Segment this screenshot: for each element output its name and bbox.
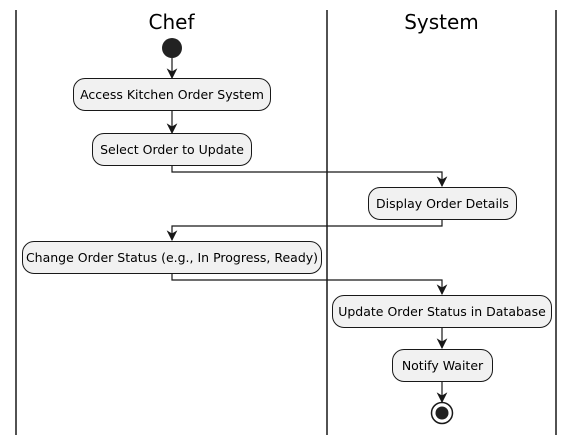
flow-display-to-change <box>166 220 443 242</box>
start-node <box>162 38 182 58</box>
lane-title-chef: Chef <box>148 10 195 34</box>
flow-change-to-update <box>171 274 448 296</box>
lane-title-system: System <box>404 10 479 34</box>
activity-display-order-details: Display Order Details <box>368 187 517 220</box>
flow-select-to-display <box>171 166 448 188</box>
end-node-inner <box>435 406 449 420</box>
activity-change-order-status: Change Order Status (e.g., In Progress, … <box>22 241 322 274</box>
activity-select-order-to-update: Select Order to Update <box>92 133 252 166</box>
activity-access-kitchen-order-system: Access Kitchen Order System <box>73 78 271 111</box>
activity-update-order-status-in-database: Update Order Status in Database <box>332 295 552 328</box>
activity-notify-waiter: Notify Waiter <box>392 349 493 382</box>
